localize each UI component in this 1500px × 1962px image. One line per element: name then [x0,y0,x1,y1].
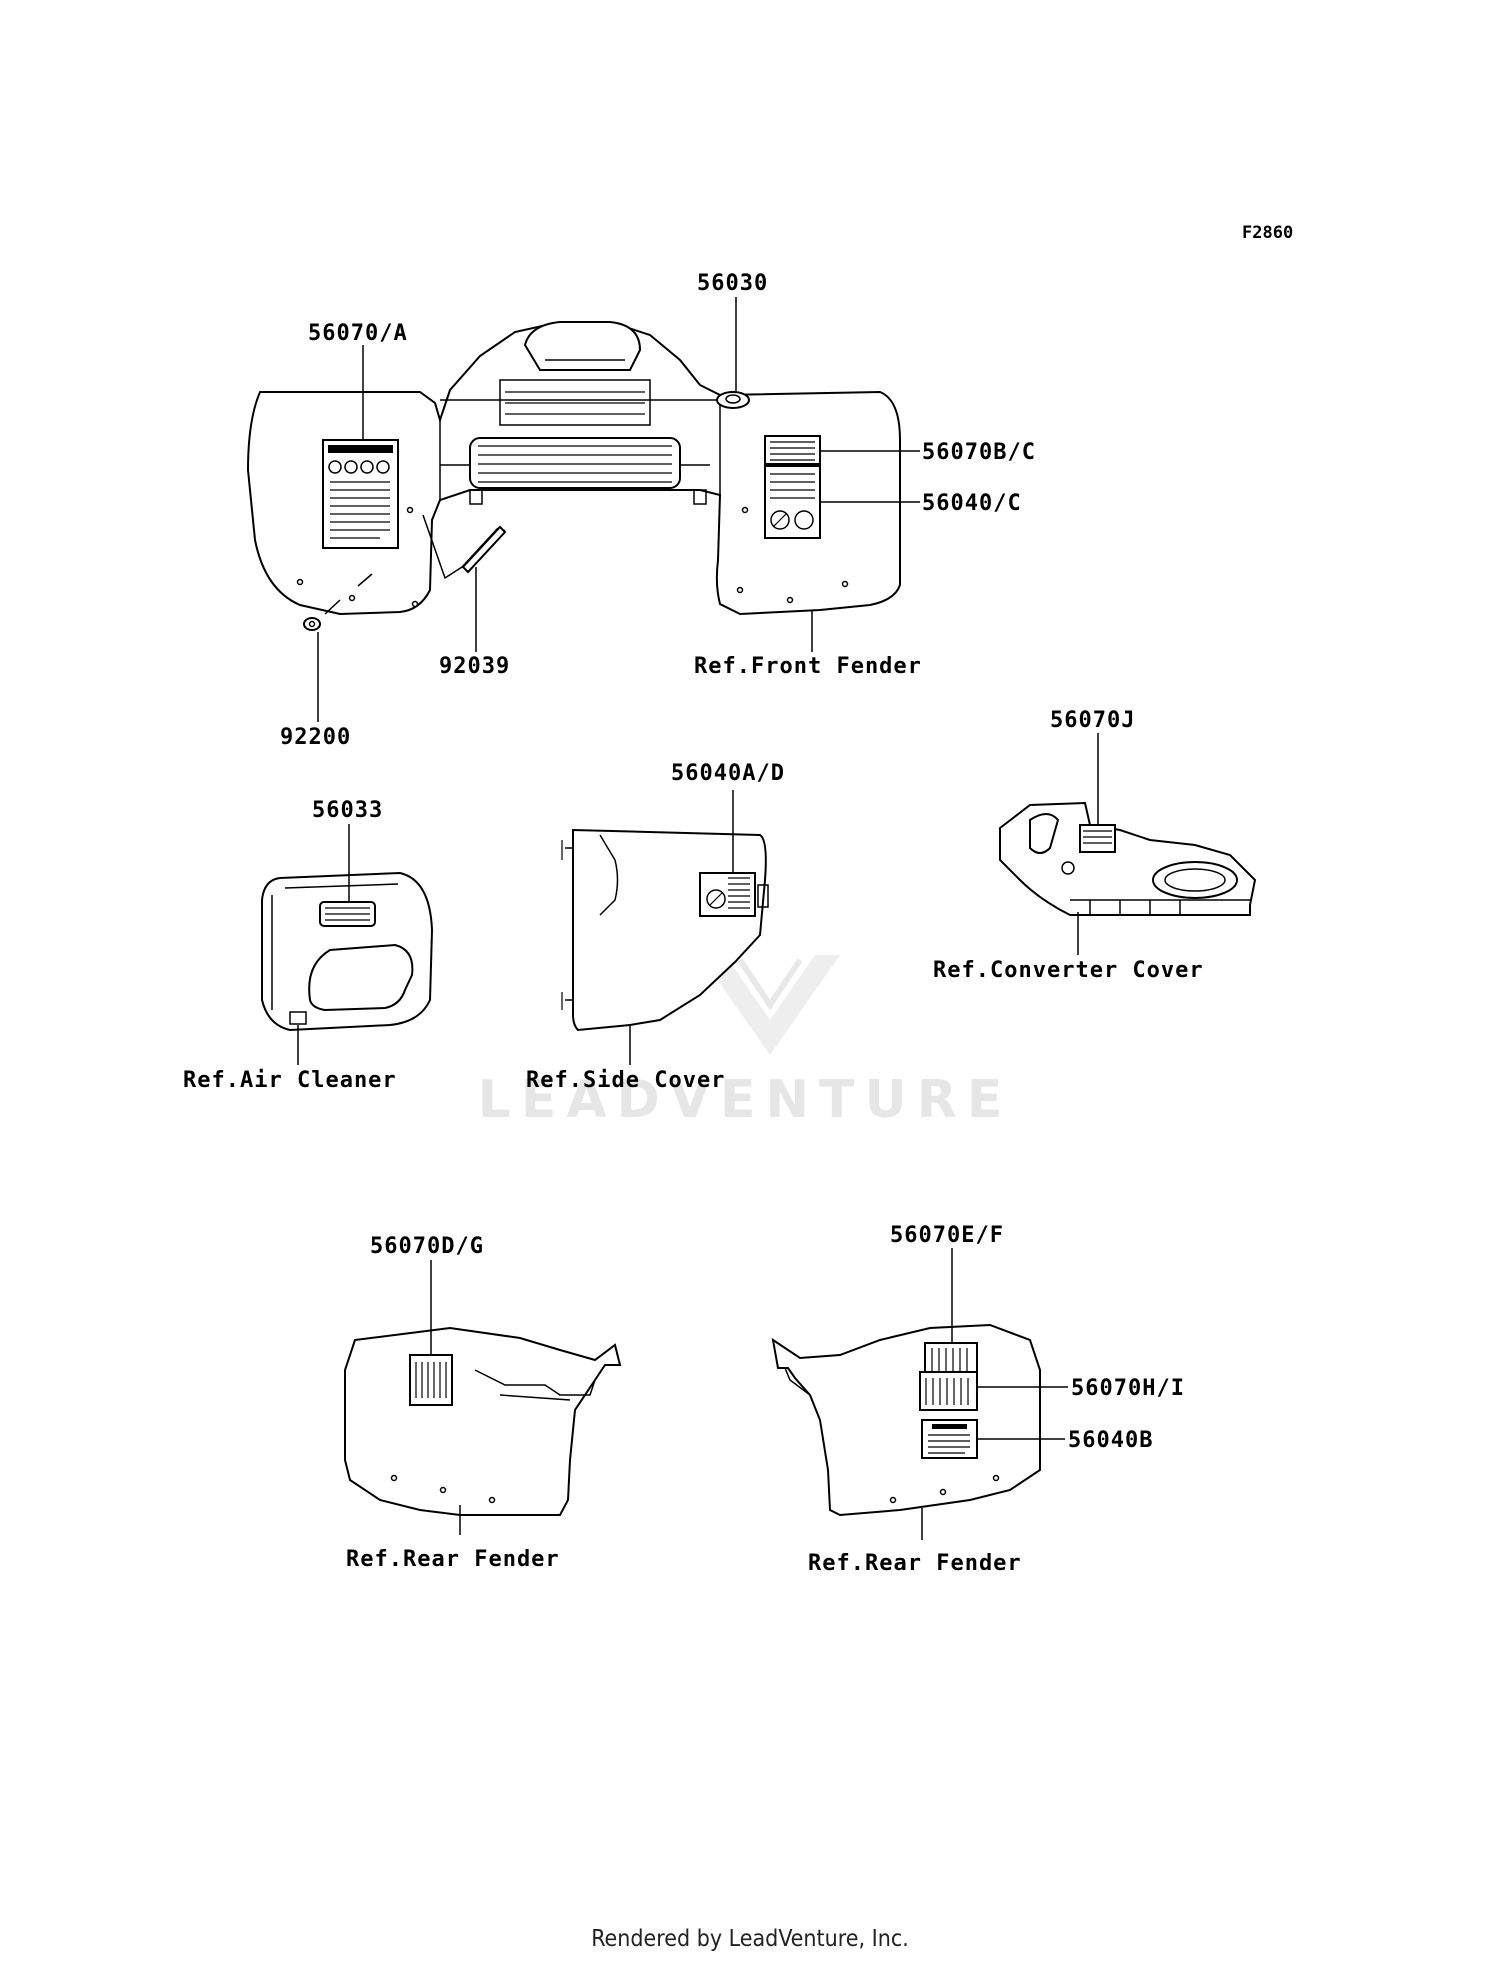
rear-fender-right-drawing [771,1323,1041,1517]
label-56033: 56033 [312,798,383,823]
leadventure-watermark: LEADVENTURE [478,955,1013,1130]
label-ref-rear-fender-right: Ref.Rear Fender [808,1551,1022,1576]
label-ref-converter-cover: Ref.Converter Cover [933,958,1204,983]
front-fender-drawing [246,321,901,631]
label-ref-side-cover: Ref.Side Cover [526,1068,725,1093]
label-ref-air-cleaner: Ref.Air Cleaner [183,1068,397,1093]
label-56070d-g: 56070D/G [370,1234,484,1259]
label-56040b: 56040B [1068,1428,1153,1453]
label-56070-a: 56070/A [308,321,408,346]
label-56070h-i: 56070H/I [1071,1376,1185,1401]
label-92200: 92200 [280,725,351,750]
label-56070e-f: 56070E/F [890,1223,1004,1248]
rendered-by-footer: Rendered by LeadVenture, Inc. [591,1926,909,1952]
side-cover-drawing [561,828,769,1032]
label-56070j: 56070J [1050,708,1135,733]
converter-cover-drawing [999,801,1257,916]
air-cleaner-drawing [261,871,434,1032]
label-ref-rear-fender-left: Ref.Rear Fender [346,1547,560,1572]
watermark-text: LEADVENTURE [478,1070,1013,1130]
label-56040a-d: 56040A/D [671,761,785,786]
label-56030: 56030 [697,271,768,296]
figure-id: F2860 [1242,223,1293,243]
label-ref-front-fender: Ref.Front Fender [694,654,922,679]
front-fender-leaders [317,297,920,722]
front-fender-labels: 56070/A 56030 56070B/C 56040/C 92039 922… [280,271,1036,750]
label-92039: 92039 [439,654,510,679]
label-56070-b-c: 56070B/C [922,440,1036,465]
rear-fender-left-drawing [344,1326,622,1516]
label-56040-c: 56040/C [922,491,1022,516]
